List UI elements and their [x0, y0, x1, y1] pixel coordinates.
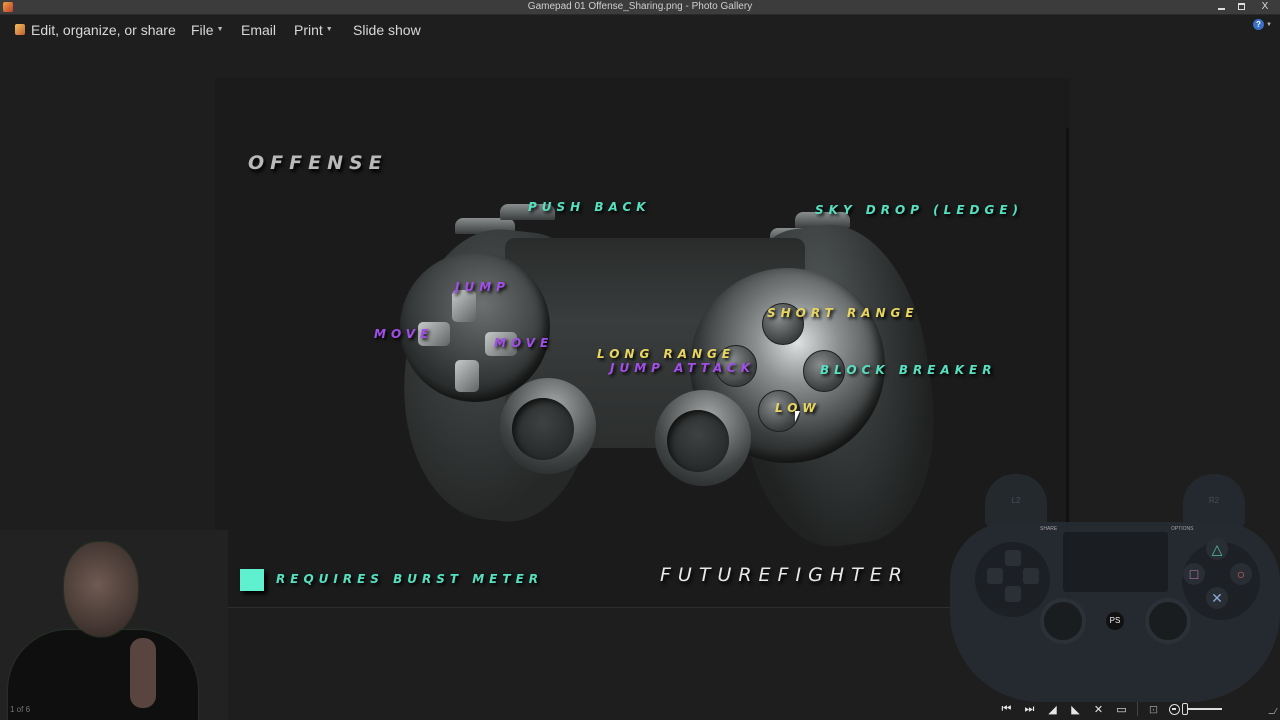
- label-jump-attack: Jump Attack: [610, 361, 755, 375]
- legend-requires-burst-meter: Requires Burst Meter: [276, 572, 544, 586]
- title-bar: Gamepad 01 Offense_Sharing.png - Photo G…: [0, 0, 1280, 15]
- chevron-down-icon: ▼: [1266, 21, 1272, 28]
- label-move-left: Move: [374, 327, 434, 341]
- mouse-cursor: [795, 411, 805, 422]
- photo-edge-divider: [1066, 128, 1069, 608]
- circle-icon: ○: [1230, 563, 1252, 585]
- rotate-left-button[interactable]: ◢: [1041, 701, 1064, 717]
- label-block-breaker: Block Breaker: [820, 363, 997, 377]
- right-trigger: [795, 212, 850, 228]
- zoom-slider-track: [1182, 708, 1222, 710]
- actual-size-icon: ⊡: [1148, 703, 1159, 716]
- rotate-left-icon: ◢: [1048, 703, 1057, 716]
- label-push-back: Push Back: [528, 200, 651, 214]
- menu-label: Edit, organize, or share: [31, 22, 176, 38]
- image-counter: 1 of 6: [10, 705, 31, 714]
- dpad-up: [452, 290, 476, 322]
- triangle-icon: △: [1206, 538, 1228, 560]
- zoom-out-icon[interactable]: [1169, 703, 1180, 715]
- menu-label: Slide show: [353, 22, 421, 38]
- next-icon: ⏭: [1024, 702, 1035, 715]
- zoom-slider-thumb[interactable]: [1182, 703, 1188, 715]
- menu-print[interactable]: Print ▼: [294, 22, 333, 38]
- left-trigger: [500, 204, 555, 220]
- slideshow-icon: ▭: [1116, 703, 1127, 716]
- brand-logo: FutureFighter: [660, 564, 909, 586]
- help-button[interactable]: ? ▼: [1253, 19, 1272, 30]
- face-button-top: [762, 303, 804, 345]
- viewer-toolbar: ⏮ ⏭ ◢ ◣ ✕ ▭ ⊡: [995, 700, 1280, 718]
- label-low: Low: [775, 401, 821, 415]
- label-sky-drop: Sky Drop (Ledge): [815, 203, 1024, 217]
- menu-label: File: [191, 22, 214, 38]
- face-button-bottom: [758, 390, 800, 432]
- label-short-range: Short Range: [767, 306, 919, 320]
- left-analog-stick: [500, 378, 596, 474]
- slideshow-button[interactable]: ▭: [1110, 701, 1133, 717]
- face-button-right: [803, 350, 845, 392]
- delete-button[interactable]: ✕: [1087, 701, 1110, 717]
- presenter-body: [8, 630, 198, 720]
- dpad-down: [455, 360, 479, 392]
- touchpad: [1063, 532, 1168, 592]
- window-title: Gamepad 01 Offense_Sharing.png - Photo G…: [527, 1, 753, 12]
- actual-size-button[interactable]: ⊡: [1142, 701, 1165, 717]
- ps4-dpad-down: [1005, 586, 1021, 602]
- menu-slide-show[interactable]: Slide show: [353, 22, 421, 38]
- rotate-right-button[interactable]: ◣: [1064, 701, 1087, 717]
- r2-trigger: R2: [1183, 474, 1245, 526]
- ps4-left-stick: [1040, 598, 1086, 644]
- playstation-icon: PS: [1106, 612, 1124, 630]
- label-jump: Jump: [455, 280, 510, 294]
- edit-icon: [15, 23, 25, 35]
- label-move-right: Move: [494, 336, 554, 350]
- minimize-button[interactable]: [1210, 0, 1232, 13]
- menu-edit-organize-share[interactable]: Edit, organize, or share: [15, 22, 176, 38]
- close-icon: X: [1261, 1, 1269, 12]
- rotate-right-icon: ◣: [1071, 703, 1080, 716]
- burst-meter-swatch: [240, 569, 264, 591]
- dpad-right: [485, 332, 517, 356]
- toolbar-divider: [1137, 702, 1138, 716]
- photo-gallery-app-icon: [3, 2, 13, 12]
- menu-email[interactable]: Email: [241, 22, 276, 38]
- l2-trigger: L2: [985, 474, 1047, 526]
- presenter-head: [64, 542, 138, 637]
- webcam-overlay: 1 of 6: [0, 530, 228, 720]
- ps4-controller-overlay: L2 R2 SHARE OPTIONS △ □ ○ ✕ PS: [950, 470, 1280, 702]
- menu-label: Email: [241, 22, 277, 38]
- minimize-icon: [1217, 7, 1225, 10]
- square-icon: □: [1183, 563, 1205, 585]
- ps4-dpad-right: [1023, 568, 1039, 584]
- restore-icon: [1237, 3, 1245, 10]
- offense-heading: Offense: [248, 152, 388, 174]
- delete-icon: ✕: [1093, 703, 1104, 716]
- previous-icon: ⏮: [1001, 702, 1012, 715]
- menu-bar: Edit, organize, or share File ▼ Email Pr…: [0, 16, 1280, 46]
- chevron-down-icon: ▼: [325, 25, 333, 33]
- previous-button[interactable]: ⏮: [995, 701, 1018, 717]
- right-analog-stick: [655, 390, 751, 486]
- menu-label: Print: [294, 22, 323, 38]
- cross-icon: ✕: [1206, 587, 1228, 609]
- restore-button[interactable]: [1230, 0, 1252, 13]
- photo-baseline-divider: [218, 607, 968, 608]
- zoom-slider[interactable]: [1182, 703, 1222, 715]
- next-button[interactable]: ⏭: [1018, 701, 1041, 717]
- ps4-right-stick: [1145, 598, 1191, 644]
- dpad-left: [418, 322, 450, 346]
- presenter-hand: [130, 638, 156, 708]
- close-button[interactable]: X: [1252, 0, 1278, 13]
- label-long-range: Long Range: [597, 347, 736, 361]
- ps4-dpad-up: [1005, 550, 1021, 566]
- ps4-dpad-left: [987, 568, 1003, 584]
- face-button-left: [715, 345, 757, 387]
- help-icon: ?: [1253, 19, 1264, 30]
- menu-file[interactable]: File ▼: [191, 22, 224, 38]
- chevron-down-icon: ▼: [216, 25, 224, 33]
- options-label: OPTIONS: [1171, 526, 1194, 532]
- share-label: SHARE: [1040, 526, 1058, 532]
